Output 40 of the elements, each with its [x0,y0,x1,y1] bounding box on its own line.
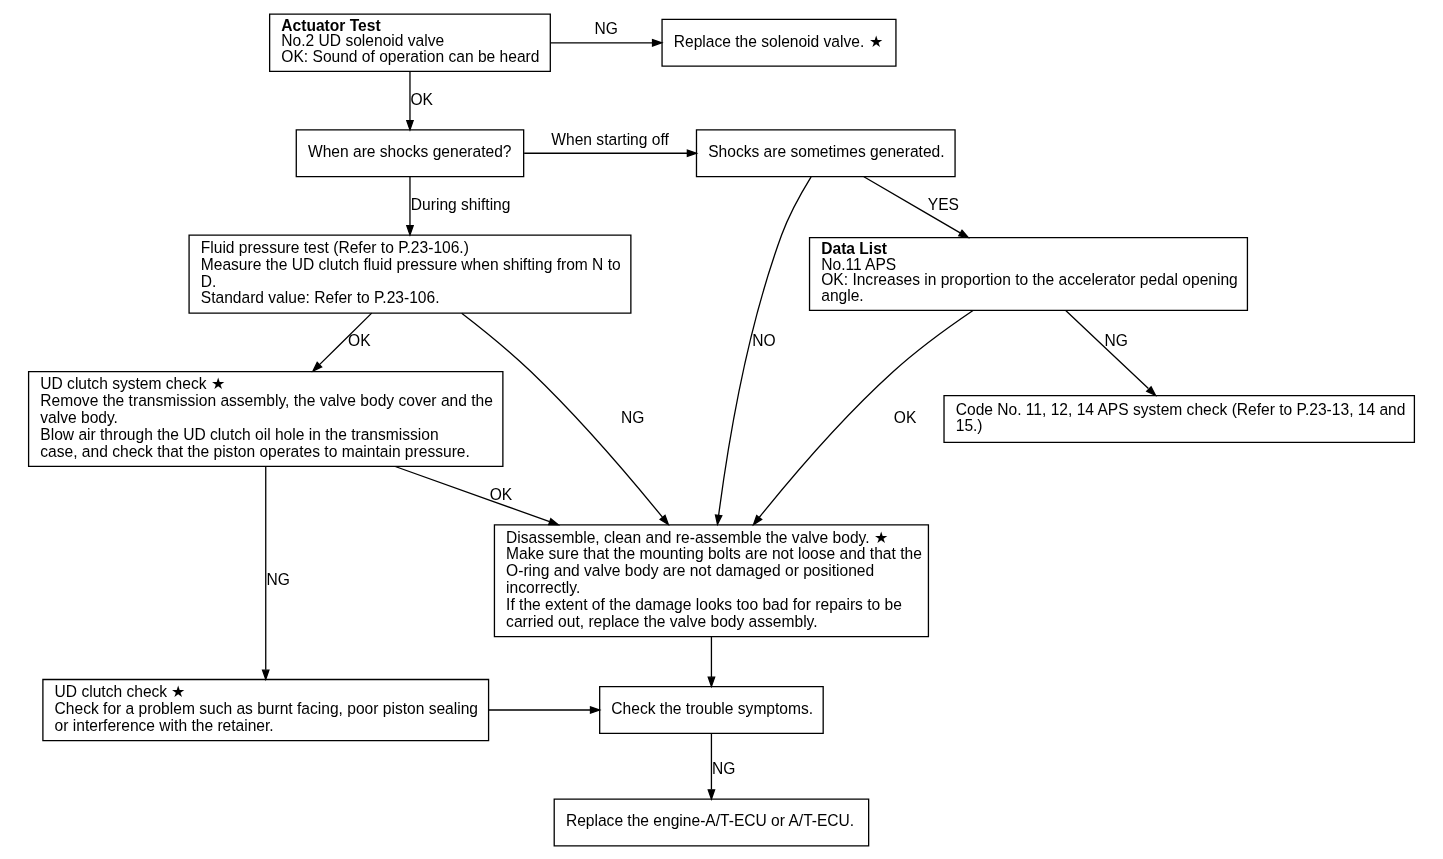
arrow [523,148,699,157]
node-box: Code No. 11, 12, 14 APS system check (Refer to P.23-13, 14 and 15.) [943,394,1416,443]
node-box: Check the trouble symptoms. [599,685,824,734]
node-box: Actuator Test No.2 UD solenoid valve OK: Sound of operation can be heard [269,13,551,72]
arrow [487,705,602,714]
node-box: When are shocks generated? [295,128,525,177]
node-box: Shocks are sometimes generated. [695,128,956,177]
edge-label: NG [1104,331,1128,349]
node-box: Disassemble, clean and re-assemble the valve body. ★ Make sure that the mounting bolts are not loose and that the O-ring and valve body are not damaged or positioned incorrectly. If the extent of the damage looks too bad for repairs to be carried out, replace the valve body assembly. [493,523,930,637]
arrow [863,175,970,239]
edge-label: NG [712,759,736,777]
edge-label: NG [594,19,618,37]
arrow [707,635,716,688]
arrow [714,175,812,526]
edge-label: YES [927,195,959,213]
node-box: Fluid pressure test (Refer to P.23-106.) Measure the UD clutch fluid pressure when shifting from N to D. Standard value: Refer to P.23-106. [188,233,632,314]
node-box: UD clutch system check ★ Remove the transmission assembly, the valve body cover and the valve body. Blow air through the UD clutch oil hole in the transmission case, and check that the piston operates to maintain pressure. [27,370,504,467]
arrow [405,175,415,237]
node-box: UD clutch check ★ Check for a problem such as burnt facing, poor piston sealing or interference with the retainer. [42,678,490,741]
edge-label: OK [489,485,513,503]
edge-label: OK [410,90,433,108]
node-box: Data List No.11 APS OK: Increases in proportion to the accelerator pedal opening angle. [808,236,1249,311]
node-box: Replace the engine-A/T-ECU or A/T-ECU. [553,797,870,846]
edge-label: NO [752,331,776,349]
arrow [461,312,670,526]
arrow [311,312,373,372]
edge-label: NG [266,570,290,588]
arrow [394,465,561,525]
arrow [549,38,664,47]
edge-label: When starting off [551,130,669,148]
node-box: Replace the solenoid valve. ★ [661,18,897,67]
arrow [261,465,270,681]
arrow [1065,309,1157,397]
arrow [752,309,974,526]
arrow [405,70,415,132]
edge-label: OK [893,408,917,426]
edge-label: During shifting [410,195,511,213]
edge-label: OK [348,331,371,349]
edge-label: NG [621,408,645,426]
arrow [707,732,716,801]
